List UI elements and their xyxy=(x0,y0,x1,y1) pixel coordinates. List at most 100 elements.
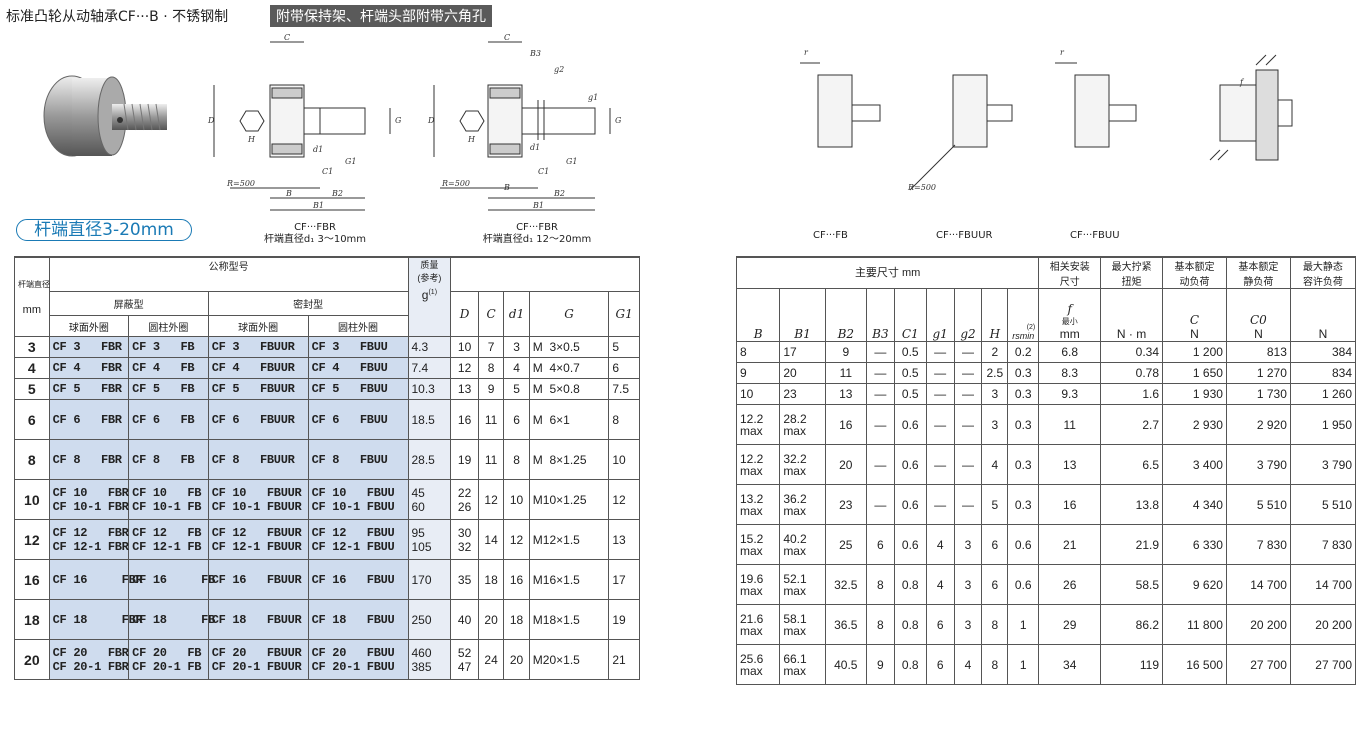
header-mass: 质量 (参考) g(1) xyxy=(407,256,452,337)
cell-h: 8 xyxy=(981,604,1009,645)
cell-mass: 170 xyxy=(407,559,452,600)
cell-cd: 6 330 xyxy=(1162,524,1227,565)
cell-cd: 1 930 xyxy=(1162,383,1227,405)
cell-G1: 13 xyxy=(608,519,640,560)
cell-model-shield-spherical: CF 6 FBR xyxy=(48,399,130,440)
cell-C: 11 xyxy=(477,399,505,440)
cell-t: 86.2 xyxy=(1100,604,1164,645)
cell-b: 9 xyxy=(735,362,781,384)
cell-r: 0.3 xyxy=(1007,484,1040,525)
cell-g1: 6 xyxy=(925,604,955,645)
cell-c0: 3 790 xyxy=(1225,444,1291,485)
cell-h: 3 xyxy=(981,383,1009,405)
cell-model-seal-cylindrical: CF 16 FBUU xyxy=(307,559,409,600)
cell-C: 24 xyxy=(477,639,505,680)
cell-b: 25.6 max xyxy=(735,644,781,685)
cell-G: M 4×0.7 xyxy=(528,357,610,379)
cell-D: 40 xyxy=(450,599,479,640)
cell-d1: 12 xyxy=(503,519,530,560)
shaft-diameter-badge: 杆端直径3-20mm xyxy=(16,219,192,241)
cell-G: M 8×1.25 xyxy=(528,439,610,480)
cell-G: M10×1.25 xyxy=(528,479,610,520)
cell-G: M12×1.5 xyxy=(528,519,610,560)
svg-text:d1: d1 xyxy=(313,145,323,154)
cell-b3: 8 xyxy=(865,564,895,605)
cell-c1: 0.6 xyxy=(893,444,927,485)
cell-G: M 5×0.8 xyxy=(528,378,610,400)
cell-c0: 7 830 xyxy=(1225,524,1291,565)
cell-c0: 1 730 xyxy=(1225,383,1291,405)
cell-model-shield-spherical: CF 18 FBR xyxy=(48,599,143,640)
cell-D: 19 xyxy=(450,439,479,480)
cell-b3: 6 xyxy=(865,524,895,565)
header-B1: B1 xyxy=(779,288,826,342)
cell-model-shield-cylindrical: CF 18 FB xyxy=(128,599,215,640)
cell-model-seal-cylindrical: CF 3 FBUU xyxy=(307,336,409,358)
cell-D: 22 26 xyxy=(450,479,479,520)
svg-text:r: r xyxy=(1060,48,1065,57)
caption-fb: CF···FB xyxy=(813,230,848,241)
cell-model-seal-spherical: CF 4 FBUUR xyxy=(207,357,309,379)
cell-r: 0.3 xyxy=(1007,404,1040,445)
cell-D: 12 xyxy=(450,357,479,379)
cell-g1: — xyxy=(925,341,955,363)
cell-model-shield-cylindrical: CF 12 FB CF 12-1 FB xyxy=(128,519,209,560)
svg-text:g1: g1 xyxy=(588,93,598,102)
cell-c0: 27 700 xyxy=(1225,644,1291,685)
svg-text:B3: B3 xyxy=(529,49,541,58)
cell-diameter: 8 xyxy=(14,439,50,480)
drawing-variants: r r f R=500 xyxy=(800,48,1293,192)
cell-C: 18 xyxy=(477,559,505,600)
cell-h: 6 xyxy=(981,564,1009,605)
cell-D: 13 xyxy=(450,378,479,400)
svg-text:f: f xyxy=(1239,78,1245,87)
cell-C: 8 xyxy=(477,357,505,379)
cell-r: 0.6 xyxy=(1007,524,1040,565)
cell-model-shield-spherical: CF 16 FBR xyxy=(48,559,143,600)
cell-p: 20 200 xyxy=(1289,604,1357,645)
header-dynamic-load: 基本额定 动负荷 xyxy=(1162,256,1227,289)
cell-b: 8 xyxy=(735,341,781,363)
cell-p: 1 950 xyxy=(1289,404,1357,445)
cell-g2: — xyxy=(953,341,983,363)
cell-model-shield-cylindrical: CF 5 FB xyxy=(128,378,209,400)
cell-model-shield-cylindrical: CF 20 FB CF 20-1 FB xyxy=(128,639,209,680)
cell-c0: 813 xyxy=(1225,341,1291,363)
cell-t: 1.6 xyxy=(1100,383,1164,405)
cell-f: 13 xyxy=(1038,444,1102,485)
cell-d1: 8 xyxy=(503,439,530,480)
cell-model-shield-spherical: CF 12 FBR CF 12-1 FBR xyxy=(48,519,130,560)
cell-mass: 4.3 xyxy=(407,336,452,358)
cell-g1: — xyxy=(925,362,955,384)
cell-g1: — xyxy=(925,404,955,445)
cell-C: 7 xyxy=(477,336,505,358)
header-d1: d1 xyxy=(503,291,530,337)
cell-diameter: 18 xyxy=(14,599,50,640)
cell-b2: 20 xyxy=(824,444,867,485)
drawing-fbr-large: C B3 g2 g1 D H G G1 C1 d1 R=500 B B2 B1 xyxy=(427,33,622,211)
cell-model-shield-spherical: CF 10 FBR CF 10-1 FBR xyxy=(48,479,130,520)
cell-b3: — xyxy=(865,404,895,445)
cell-c0: 20 200 xyxy=(1225,604,1291,645)
cell-mass: 45 60 xyxy=(407,479,452,520)
cell-c0: 5 510 xyxy=(1225,484,1291,525)
header-shield: 屏蔽型 xyxy=(48,291,209,316)
cell-b3: — xyxy=(865,484,895,525)
header-B3: B3 xyxy=(865,288,895,342)
cell-f: 21 xyxy=(1038,524,1102,565)
cell-mass: 95 105 xyxy=(407,519,452,560)
cell-G1: 21 xyxy=(608,639,640,680)
cell-cd: 11 800 xyxy=(1162,604,1227,645)
cell-cd: 2 930 xyxy=(1162,404,1227,445)
